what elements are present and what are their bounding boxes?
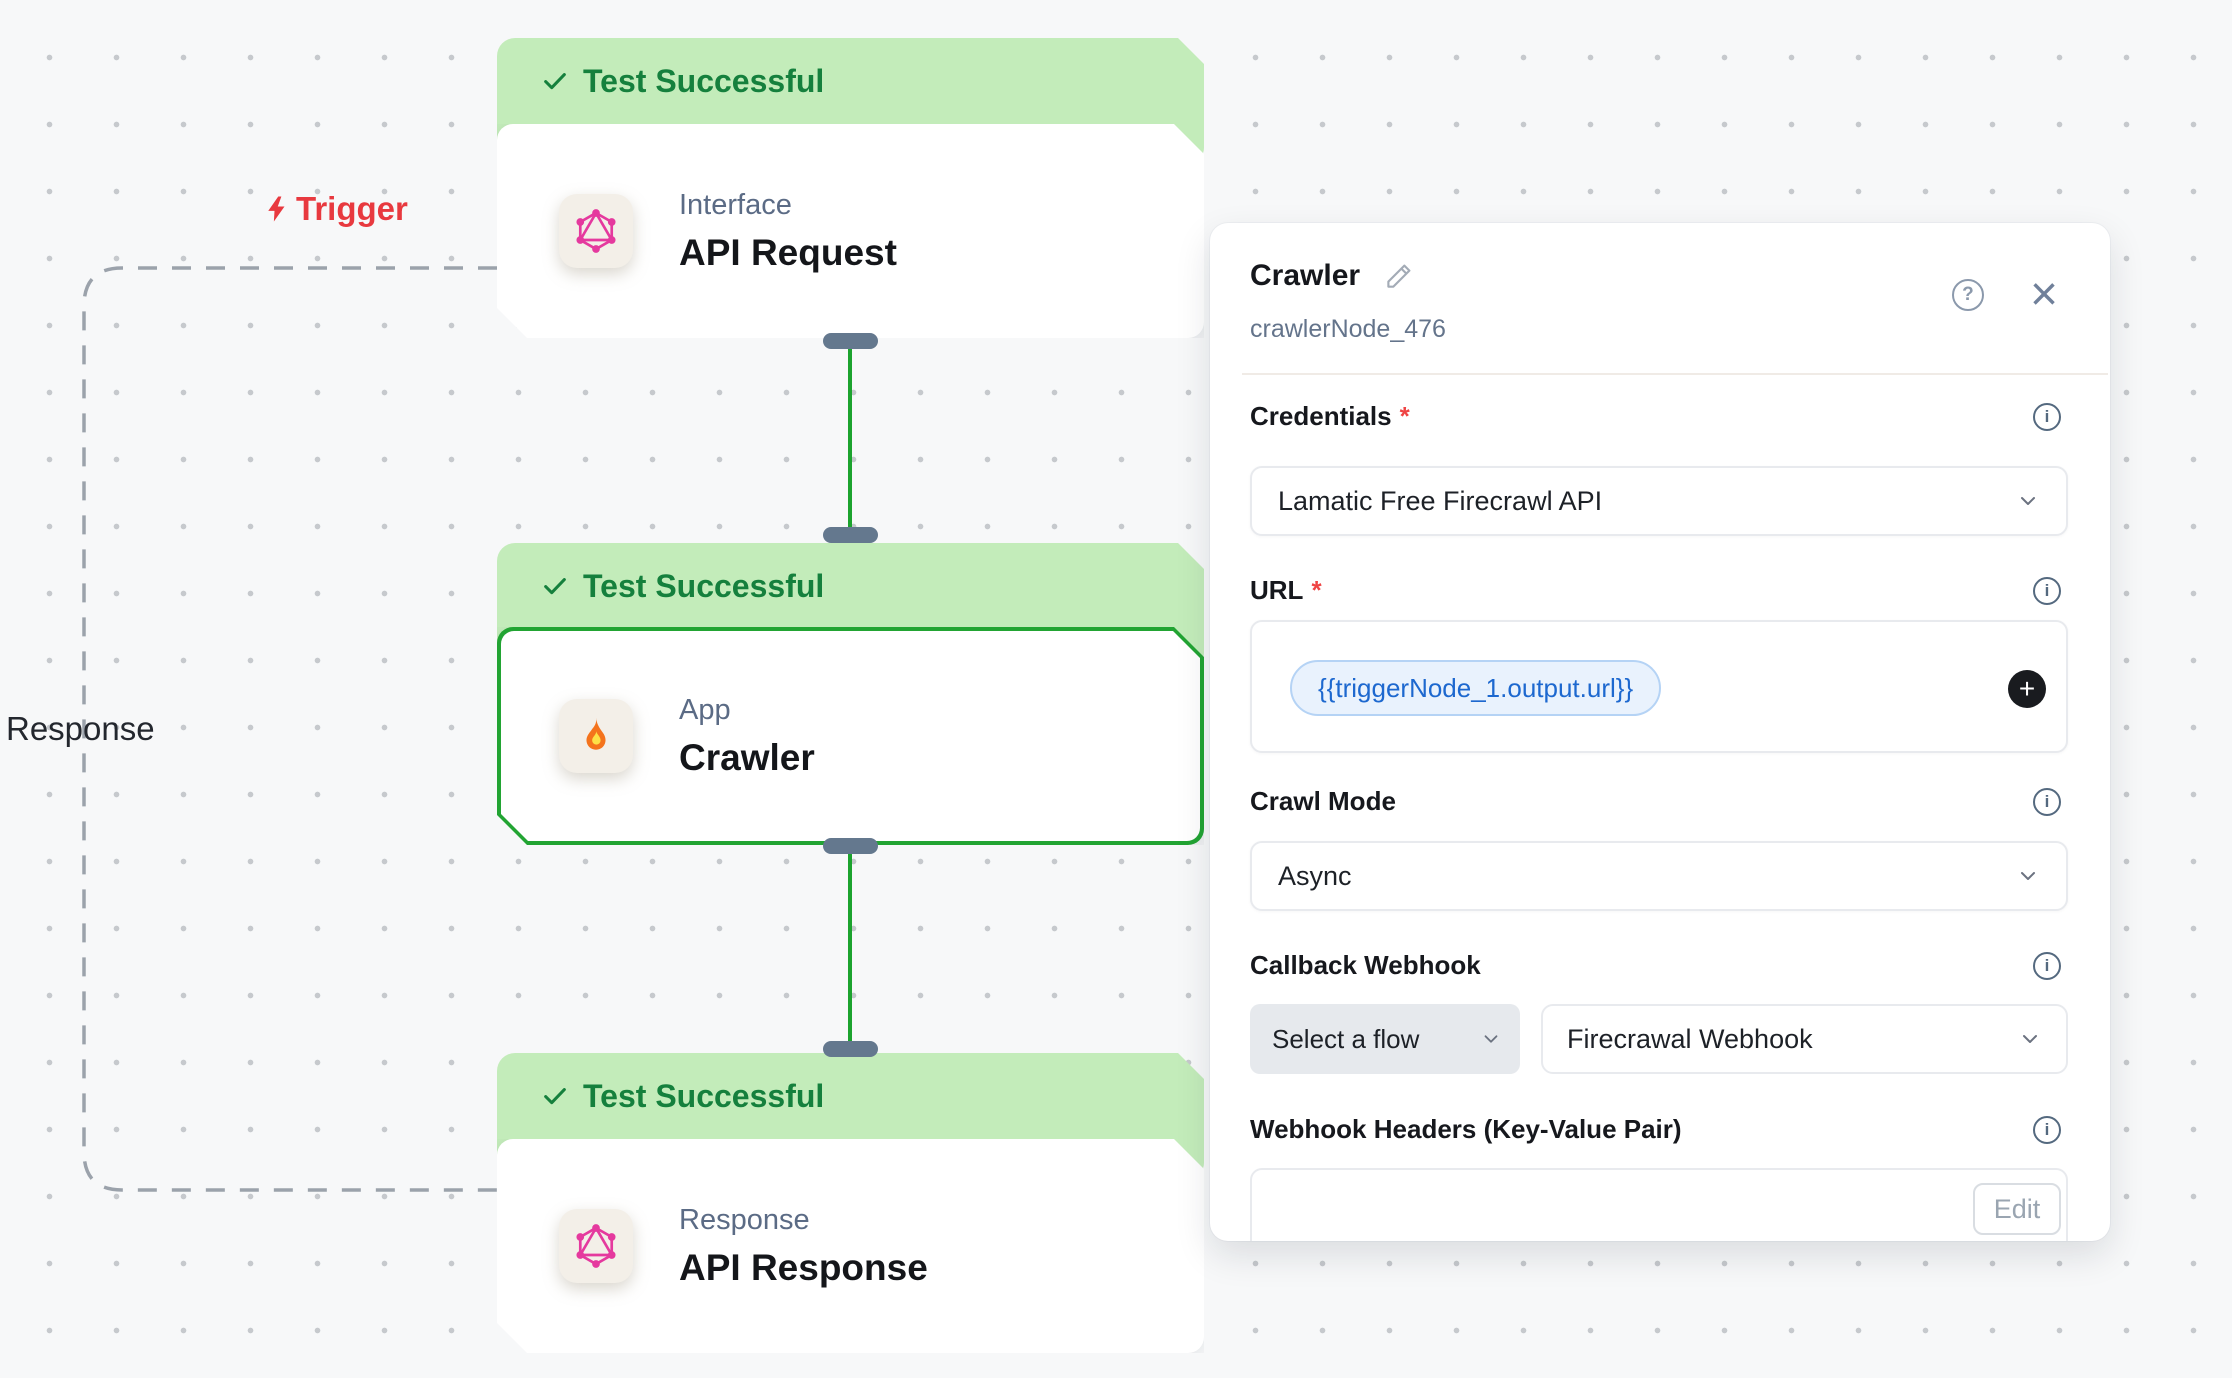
- edge-crawler-to-apiresponse: [848, 845, 852, 1045]
- webhook-flow-select-value: Firecrawal Webhook: [1567, 1023, 1813, 1054]
- node1-output-handle[interactable]: [823, 333, 878, 349]
- node3-status-text: Test Successful: [583, 1077, 825, 1114]
- panel-title: Crawler: [1250, 259, 1361, 292]
- webhook-flow-select[interactable]: Firecrawal Webhook: [1541, 1004, 2068, 1074]
- trigger-label: Trigger: [262, 190, 408, 228]
- crawl-mode-select-value: Async: [1278, 860, 1352, 891]
- url-label: URL: [1250, 575, 1304, 605]
- node3-input-handle[interactable]: [823, 1041, 878, 1057]
- flow-type-select[interactable]: Select a flow: [1250, 1004, 1520, 1074]
- url-input-field[interactable]: {{triggerNode_1.output.url}} +: [1250, 620, 2068, 753]
- edit-headers-button[interactable]: Edit: [1973, 1183, 2061, 1235]
- credentials-select[interactable]: Lamatic Free Firecrawl API: [1250, 466, 2068, 536]
- chevron-down-icon: [1484, 1035, 1498, 1043]
- check-icon: [541, 1082, 569, 1110]
- url-variable-chip[interactable]: {{triggerNode_1.output.url}}: [1290, 660, 1662, 716]
- info-icon[interactable]: i: [2033, 402, 2061, 431]
- node3-title: API Response: [679, 1246, 928, 1288]
- crawl-mode-select[interactable]: Async: [1250, 841, 2068, 911]
- help-icon[interactable]: ?: [1951, 279, 1984, 311]
- chevron-down-icon: [2023, 1035, 2037, 1043]
- credentials-select-value: Lamatic Free Firecrawl API: [1278, 485, 1603, 516]
- check-icon: [541, 67, 569, 95]
- node1-category: Interface: [679, 188, 792, 221]
- credentials-label: Credentials: [1250, 401, 1392, 431]
- node2-output-handle[interactable]: [823, 838, 878, 854]
- node1-title: API Request: [679, 231, 897, 273]
- required-asterisk: *: [1311, 575, 1322, 605]
- add-variable-button[interactable]: +: [2008, 670, 2046, 708]
- node2-category: App: [679, 693, 731, 726]
- edit-pencil-icon[interactable]: [1384, 261, 1414, 291]
- chevron-down-icon: [2021, 872, 2035, 880]
- node-id-text: crawlerNode_476: [1250, 315, 1446, 343]
- node2-input-handle[interactable]: [823, 527, 878, 543]
- node1-icon-tile: [559, 194, 633, 268]
- info-icon[interactable]: i: [2033, 787, 2061, 816]
- response-label: Response: [6, 710, 155, 747]
- fire-icon: [574, 714, 618, 758]
- node-api-response[interactable]: Response API Response: [497, 1139, 1204, 1353]
- info-icon[interactable]: i: [2033, 951, 2061, 980]
- node3-icon-tile: [559, 1209, 633, 1283]
- crawler-config-panel: Crawler crawlerNode_476 ? × Credentials …: [1210, 223, 2110, 1241]
- node2-icon-tile: [559, 699, 633, 773]
- node2-title: Crawler: [679, 736, 815, 778]
- panel-divider: [1242, 373, 2108, 375]
- webhook-headers-field[interactable]: Edit: [1250, 1168, 2068, 1241]
- node-crawler-selected[interactable]: App Crawler: [497, 627, 1204, 845]
- edge-apirequest-to-crawler: [848, 340, 852, 532]
- crawl-mode-label: Crawl Mode: [1250, 786, 1396, 816]
- required-asterisk: *: [1399, 401, 1410, 431]
- chevron-down-icon: [2021, 497, 2035, 505]
- info-icon[interactable]: i: [2033, 1115, 2061, 1144]
- trigger-label-text: Trigger: [296, 190, 408, 227]
- flow-type-select-value: Select a flow: [1272, 1023, 1420, 1054]
- callback-webhook-label: Callback Webhook: [1250, 950, 1481, 980]
- webhook-headers-label: Webhook Headers (Key-Value Pair): [1250, 1114, 1682, 1144]
- node3-category: Response: [679, 1203, 810, 1236]
- info-icon[interactable]: i: [2033, 576, 2061, 605]
- close-icon[interactable]: ×: [2029, 268, 2058, 321]
- lightning-bolt-icon: [268, 196, 285, 222]
- graphql-icon: [573, 1223, 619, 1269]
- graphql-icon: [573, 208, 619, 254]
- node-api-request[interactable]: Interface API Request: [497, 124, 1204, 338]
- node1-status-text: Test Successful: [583, 62, 825, 99]
- check-icon: [541, 572, 569, 600]
- node2-status-text: Test Successful: [583, 567, 825, 604]
